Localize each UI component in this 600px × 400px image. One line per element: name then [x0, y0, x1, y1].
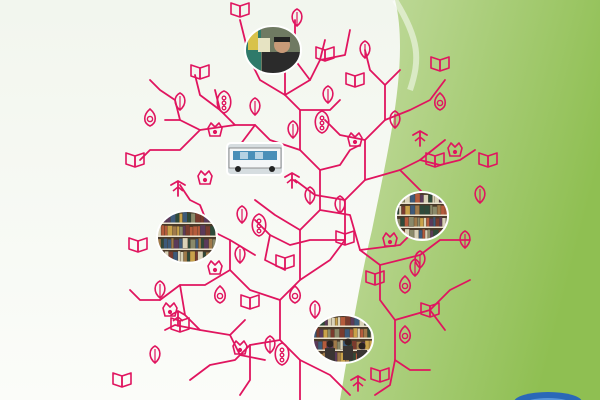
photo-bookmobile — [226, 142, 284, 176]
photo-bookshelf-left — [156, 210, 218, 264]
photo-reader-with-books — [244, 25, 302, 75]
photo-bookshelf-right — [395, 191, 449, 241]
background-green-panel — [340, 0, 600, 400]
